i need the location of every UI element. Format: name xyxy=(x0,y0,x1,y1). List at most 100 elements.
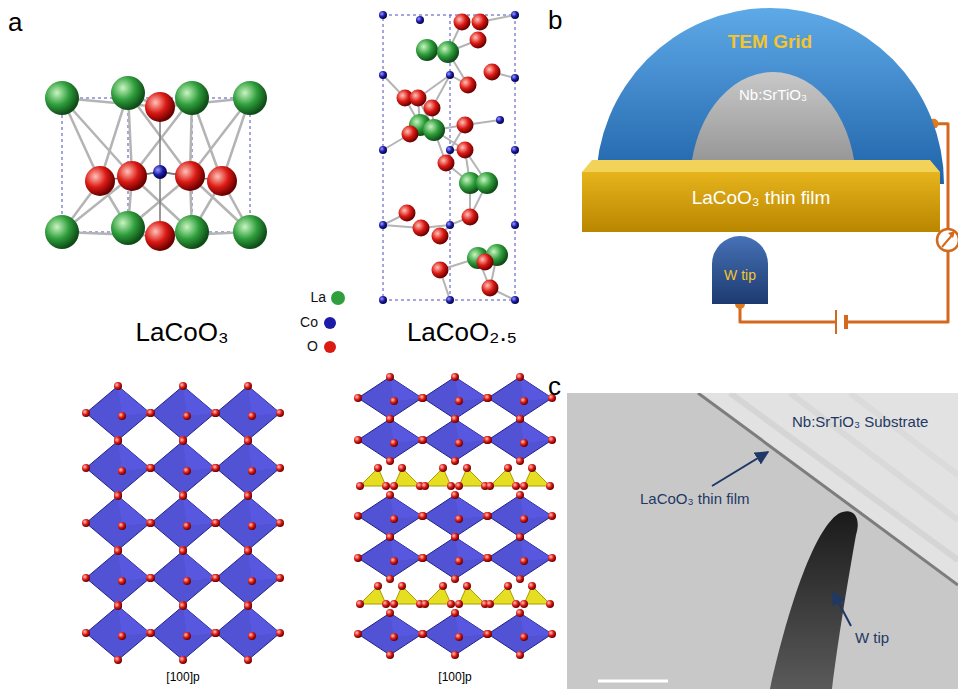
o-atom xyxy=(354,436,362,444)
o-atom xyxy=(463,582,471,590)
o-atom xyxy=(451,575,459,583)
tungsten-tip-box: W tip xyxy=(712,236,768,304)
o-atom xyxy=(484,630,492,638)
o-atom xyxy=(146,519,154,527)
o-atom xyxy=(516,457,524,465)
o-atom xyxy=(147,409,155,417)
image-label: LaCoO₃ thin film xyxy=(640,491,749,508)
o-atom xyxy=(548,436,556,444)
octahedron-face xyxy=(183,551,215,581)
o-atom xyxy=(212,519,220,527)
la-atom xyxy=(111,211,145,245)
octahedron-face xyxy=(118,441,150,471)
octahedron xyxy=(423,613,487,655)
o-atom xyxy=(374,464,382,472)
o-atom xyxy=(419,436,427,444)
o-atom xyxy=(520,633,528,641)
o-atom xyxy=(512,600,520,608)
node-text: TEM Grid xyxy=(728,32,812,53)
ammeter-symbol xyxy=(937,229,958,251)
unit-cell xyxy=(383,15,515,300)
node-text: LaCoO₃ thin film xyxy=(692,188,831,209)
o-atom xyxy=(276,464,284,472)
o-atom xyxy=(244,492,252,500)
co-atom xyxy=(153,165,167,179)
battery-plate xyxy=(844,315,848,329)
o-atom xyxy=(179,436,187,444)
substrate-texture xyxy=(790,393,958,520)
zone-axis: [100]p xyxy=(438,671,471,684)
o-atom xyxy=(455,482,463,490)
o-atom xyxy=(484,436,492,444)
octahedron xyxy=(86,441,150,495)
co-atom xyxy=(446,221,454,229)
co-atom xyxy=(496,116,504,124)
o-atom xyxy=(451,491,459,499)
o-atom xyxy=(118,577,126,585)
co-atom xyxy=(379,146,387,154)
o-atom xyxy=(520,482,528,490)
octahedron xyxy=(423,377,487,419)
o-atom xyxy=(179,656,187,664)
o-atom xyxy=(484,512,492,520)
panel-letter: a xyxy=(8,8,22,37)
o-atom xyxy=(276,519,284,527)
octahedron xyxy=(86,496,150,550)
o-atom xyxy=(460,77,477,94)
octahedron xyxy=(423,419,487,461)
tetrahedron xyxy=(425,468,451,486)
o-atom xyxy=(390,439,398,447)
o-atom xyxy=(386,609,394,617)
o-atom xyxy=(211,519,219,527)
o-atom xyxy=(386,491,394,499)
co-atom xyxy=(511,11,519,19)
o-atom xyxy=(451,457,459,465)
octahedron-face xyxy=(183,441,215,471)
o-atom xyxy=(276,629,284,637)
octahedron xyxy=(216,606,280,660)
node-text: W tip xyxy=(724,268,756,283)
o-atom xyxy=(183,522,191,530)
octahedron-face xyxy=(183,606,215,636)
o-atom xyxy=(244,491,252,499)
o-atom xyxy=(483,630,491,638)
o-atom xyxy=(276,409,284,417)
o-atom xyxy=(418,554,426,562)
o-atom xyxy=(546,600,554,608)
o-atom xyxy=(386,533,394,541)
octahedron xyxy=(86,606,150,660)
o-atom xyxy=(244,656,252,664)
o-atom xyxy=(244,437,252,445)
octahedron xyxy=(358,377,422,419)
o-atom xyxy=(548,554,556,562)
o-atom xyxy=(114,436,122,444)
o-atom xyxy=(399,205,416,222)
o-atom xyxy=(85,166,115,196)
o-atom xyxy=(451,533,459,541)
tem-grid: TEM GridNb:SrTiO₃ xyxy=(596,8,944,184)
o-atom xyxy=(483,512,491,520)
legend-text: Co xyxy=(300,315,318,330)
o-atom xyxy=(455,600,463,608)
panel-letter: c xyxy=(548,372,561,401)
o-atom xyxy=(520,515,528,523)
tetrahedron xyxy=(360,586,386,604)
co-atom xyxy=(446,296,454,304)
o-atom xyxy=(520,557,528,565)
tetrahedron xyxy=(425,586,451,604)
octahedron xyxy=(216,551,280,605)
o-atom xyxy=(179,491,187,499)
o-atom xyxy=(147,629,155,637)
o-atom xyxy=(438,155,455,172)
o-atom xyxy=(356,482,364,490)
o-atom xyxy=(520,397,528,405)
o-atom xyxy=(211,409,219,417)
o-atom xyxy=(386,457,394,465)
o-atom xyxy=(419,512,427,520)
octahedron-face xyxy=(248,441,280,471)
o-atom xyxy=(390,557,398,565)
la-atom xyxy=(476,172,498,194)
o-atom xyxy=(457,142,474,159)
leader-arrow xyxy=(833,592,851,626)
